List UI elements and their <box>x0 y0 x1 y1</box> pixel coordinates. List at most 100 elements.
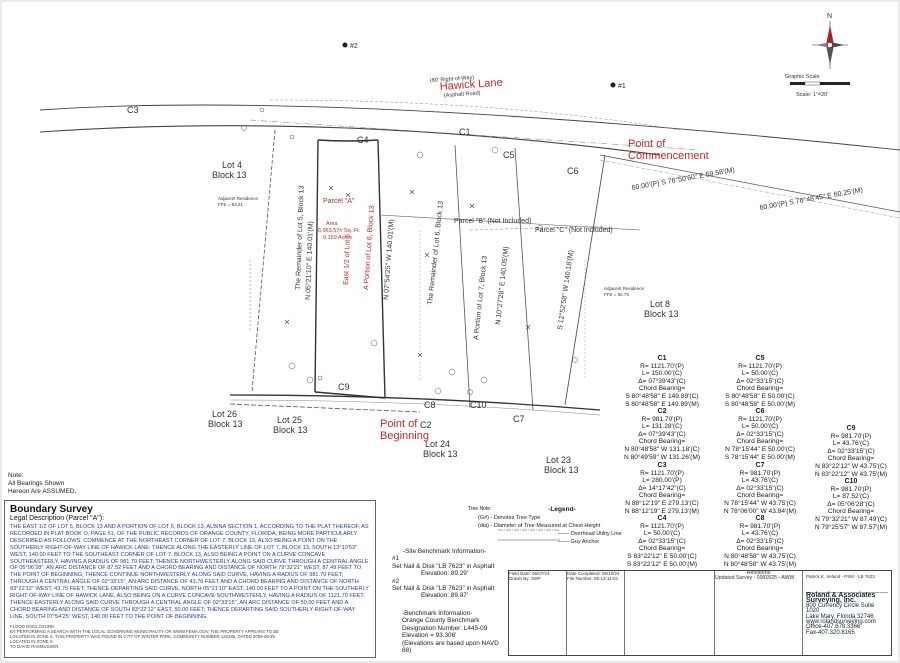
curve-chord-meas: S 80°48'58" E 50.00'(M) <box>724 400 796 408</box>
curve-id: C3 <box>657 462 667 469</box>
curve-delta: Δ= 02°33'15"(C) <box>827 447 875 455</box>
curve-chord-calc: S 80°48'58" E 149.89'(C) <box>625 392 699 400</box>
curve-chord-label: Chord Bearing= <box>827 455 875 463</box>
legend-row: (dia) - Diameter of Tree Measured at Che… <box>478 523 646 529</box>
parcel-a-label: Parcel "A" <box>323 198 355 205</box>
curve-label-c4: C4 <box>357 135 369 145</box>
curve-id: C8 <box>755 515 765 522</box>
curve-chord-label: Chord Bearing= <box>638 492 686 500</box>
curve-length: L= 131.28'(C) <box>642 423 682 431</box>
curve-chord-label: Chord Bearing= <box>638 385 686 393</box>
file-number: File Number: 05-13-11-61 <box>567 576 619 582</box>
curve-id: C1 <box>657 355 667 362</box>
lot26-block: Block 13 <box>208 419 243 429</box>
curve-radius: R= 1121.70'(P) <box>640 522 684 530</box>
lot23-block: Block 13 <box>544 465 579 475</box>
curve-chord-meas: S 80°48'58" E 149.89'(M) <box>625 400 699 408</box>
curve-chord-meas: N 79°25'57" W 87.57'(M) <box>814 523 888 531</box>
revision-entry: Updated Survey - 09/03/25 - AWW <box>715 575 795 582</box>
curve-chord-calc: N 79°32'21" W 87.49'(C) <box>815 515 887 523</box>
curve-chord-label: Chord Bearing= <box>736 438 784 446</box>
curve-chord-meas: N 78°06'00" W 43.84'(M) <box>723 507 797 515</box>
parcel-b-label: Parcel "B" (Not Included) <box>454 218 531 225</box>
title-block: Field Date: 06/07/24 Drawn By: SWF Date … <box>508 570 892 656</box>
curve-chord-meas: S 83°22'12" E 50.00'(M) <box>626 560 698 568</box>
legend-row: —— Overhead Utility Line <box>478 531 646 537</box>
bench-item: Set Nail & Disk "LB 7623" in Asphalt <box>392 562 495 570</box>
area-acres: 0.159 Acres <box>323 235 352 241</box>
curve-table-c2: C2 R= 981.70'(P) L= 131.28'(C) Δ= 07°39'… <box>622 408 702 461</box>
site-bench-title: -Site Benchmark Information- <box>402 548 487 555</box>
remainder-lot5-label: The Remainder of Lot 5, Block 13 <box>295 186 306 291</box>
bench-item: #2 <box>392 577 400 585</box>
scale-text: Scale: 1"=20' <box>796 92 828 98</box>
street-paving: (Asphalt Road) <box>444 90 481 99</box>
curve-id: C5 <box>755 355 765 362</box>
curve-chord-meas: N 80°48'58" W 43.75'(M) <box>723 560 797 568</box>
curve-length: L= 87.52'(C) <box>832 493 870 501</box>
curve-chord-label: Chord Bearing= <box>638 438 686 446</box>
curve-chord-calc: N 83°22'12" W 43.75'(C) <box>815 462 887 470</box>
curve-length: L= 50.00'(C) <box>741 423 779 431</box>
curve-chord-calc: N 78°15'44" E 50.00'(C) <box>725 445 795 453</box>
legend-text: (dia) - Diameter of Tree Measured at Che… <box>478 523 601 529</box>
curve-chord-calc: N 80°48'58" W 131.18'(C) <box>624 445 700 453</box>
lot24-block: Block 13 <box>423 449 458 459</box>
curve-length: L= 43.76'(C) <box>832 440 870 448</box>
curve-label-c10: C10 <box>470 400 487 410</box>
curve-length: L= 150.00'(C) <box>642 370 682 378</box>
legend-row: (G#) - Denotes Tree Type <box>478 515 646 521</box>
bench-item: Set Nail & Disk "LB 7623" in Asphalt <box>392 585 495 593</box>
tree-note: Tree Note: <box>468 506 492 512</box>
curve-label-c5: C5 <box>503 150 515 160</box>
firm-web: www.rolandsurveying.com <box>806 619 876 626</box>
curve-chord-meas: S 78°15'44" E 50.00'(M) <box>724 453 796 461</box>
lot8-label: Lot 8 <box>650 299 670 309</box>
benchmark-2-label: #2 <box>350 43 358 50</box>
signer: Patrick K. Ireland - PSM - LB 7623 <box>806 574 888 593</box>
lot25-label: Lot 25 <box>277 415 302 425</box>
curve-delta: Δ= 02°33'15"(C) <box>736 377 784 385</box>
disclosure-line: TO DAVID RASMUSSEN <box>10 643 59 649</box>
curve-delta: Δ= 07°39'43"(C) <box>638 377 686 385</box>
curve-chord-meas: N 80°49'59" W 131.26'(M) <box>623 453 701 461</box>
curve-delta: Δ= 02°33'15"(C) <box>638 537 686 545</box>
curve-radius: R= 981.70'(P) <box>739 469 781 477</box>
firm-name: Roland & Associates Surveying, Inc. <box>806 592 876 605</box>
curve-table-c6: C6 R= 1121.70'(P) L= 50.00'(C) Δ= 02°33'… <box>720 408 800 461</box>
curve-id: C9 <box>846 425 856 432</box>
curve-delta: Δ= 07°39'43"(C) <box>638 430 686 438</box>
pob-label-line1: Point of <box>380 418 418 430</box>
parcel-a-east-line <box>377 139 386 399</box>
disclosure-line: LOCATED IN ZONE X. THIS PROPERTY WAS FOU… <box>10 633 275 639</box>
note-title: Note: <box>8 472 24 479</box>
curve-chord-meas: N 83°22'12" W 43.75'(M) <box>814 470 888 478</box>
street-name: Hawick Lane <box>439 77 503 93</box>
remainder-lot6-label: The Remainder of Lot 6, Block 13 <box>427 201 445 306</box>
lot4-label: Lot 4 <box>222 160 242 170</box>
legal-title: Boundary Survey <box>10 504 93 515</box>
curve-chord-label: Chord Bearing= <box>638 545 686 553</box>
drawn-by: Drawn By: SWF <box>509 576 542 582</box>
bench-item: (Elevations are based upon NAVD 88) <box>402 639 499 655</box>
curve-radius: R= 1121.70'(P) <box>640 469 684 477</box>
legend-text: (G#) - Denotes Tree Type <box>478 515 541 521</box>
area-label: Area <box>326 221 339 227</box>
road-edge-south <box>39 125 661 156</box>
curve-id: C2 <box>657 408 667 415</box>
curve-table-c1: C1 R= 1121.70'(P) L= 150.00'(C) Δ= 07°39… <box>622 355 702 408</box>
parcel-c-label: Parcel "C" (Not Included) <box>535 227 613 234</box>
poc-label-line1: Point of <box>628 138 666 150</box>
firm-address: 800 Currency Circle Suite 1020 <box>806 602 875 615</box>
legend-text: —— Guy Anchor <box>558 539 600 545</box>
firm-info: Patrick K. Ireland - PSM - LB 7623 Rolan… <box>803 571 891 655</box>
north-arrow-icon <box>812 21 848 69</box>
street-row: (60' Right-of-Way) <box>430 75 475 84</box>
bench-item: Elevation: 89.29' <box>420 570 469 578</box>
bearing-note: Note: All Bearings Shown Hereon Are ASSU… <box>8 472 76 496</box>
curve-delta: Δ= 05°06'28"(C) <box>827 500 875 508</box>
road-edge-north <box>39 104 900 151</box>
adjacent-res2-ffe: FFE = 92.79 <box>604 292 629 297</box>
legend-title: -Legend- <box>548 506 576 513</box>
